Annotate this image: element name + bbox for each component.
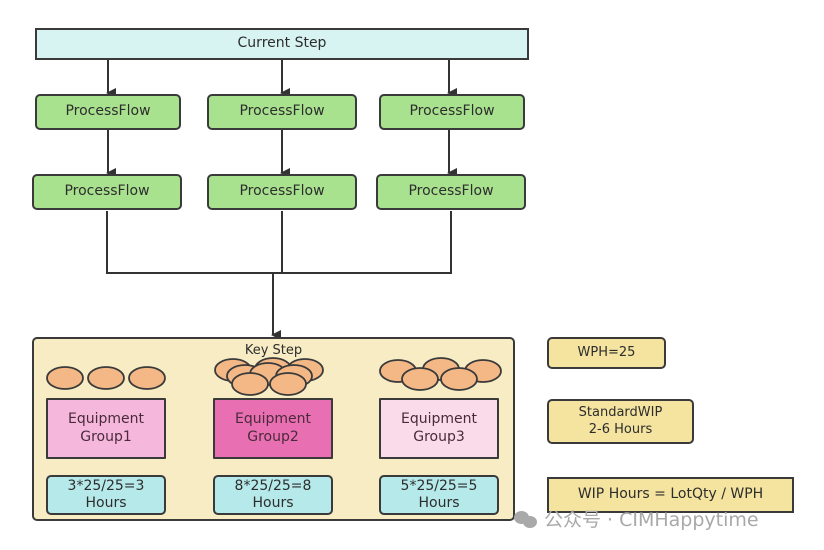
standard-wip-line1: StandardWIP xyxy=(578,405,663,421)
hours-calc-2: 8*25/25=8 xyxy=(234,477,312,494)
equipment-group-1: Equipment Group1 xyxy=(46,398,166,459)
wph-label: WPH=25 xyxy=(577,344,636,360)
standard-wip-line2: 2-6 Hours xyxy=(588,421,653,437)
hours-box-2: 8*25/25=8 Hours xyxy=(213,475,333,515)
equipment-group-3-line2: Group3 xyxy=(413,428,465,445)
hours-unit-1: Hours xyxy=(85,495,127,511)
process-flow-3a: ProcessFlow xyxy=(379,94,525,130)
equipment-group-2: Equipment Group2 xyxy=(213,398,333,459)
key-step-title: Key Step xyxy=(244,343,303,358)
lot-3-5 xyxy=(440,367,478,391)
hours-unit-3: Hours xyxy=(418,495,460,511)
lot-2-7 xyxy=(231,372,269,396)
equipment-group-2-line2: Group2 xyxy=(247,428,299,445)
process-flow-1b: ProcessFlow xyxy=(32,174,182,210)
watermark-text: 公众号 · CIMHappytime xyxy=(544,509,759,531)
lot-3-4 xyxy=(401,367,439,391)
merge-line xyxy=(106,211,452,274)
hours-calc-1: 3*25/25=3 xyxy=(67,477,145,494)
process-flow-1a: ProcessFlow xyxy=(35,94,181,130)
formula-label: WIP Hours = LotQty / WPH xyxy=(577,486,764,503)
equipment-group-3: Equipment Group3 xyxy=(379,398,499,459)
current-step-box: Current Step xyxy=(35,28,529,60)
hours-calc-3: 5*25/25=5 xyxy=(400,477,478,494)
hours-box-3: 5*25/25=5 Hours xyxy=(379,475,499,515)
lot-1-1 xyxy=(46,366,84,390)
process-flow-2b: ProcessFlow xyxy=(207,174,357,210)
equipment-group-1-line2: Group1 xyxy=(80,428,132,445)
lot-1-3 xyxy=(128,366,166,390)
process-flow-2a: ProcessFlow xyxy=(207,94,357,130)
equipment-group-1-line1: Equipment xyxy=(68,411,144,427)
wechat-icon xyxy=(514,509,538,529)
process-flow-3b: ProcessFlow xyxy=(376,174,526,210)
watermark: 公众号 · CIMHappytime xyxy=(514,505,759,532)
equipment-group-2-line1: Equipment xyxy=(235,411,311,427)
hours-box-1: 3*25/25=3 Hours xyxy=(46,475,166,515)
lot-1-2 xyxy=(87,366,125,390)
wph-box: WPH=25 xyxy=(547,337,666,369)
standard-wip-box: StandardWIP 2-6 Hours xyxy=(547,399,694,444)
equipment-group-3-line1: Equipment xyxy=(401,411,477,427)
lot-2-8 xyxy=(269,372,307,396)
formula-box: WIP Hours = LotQty / WPH xyxy=(547,477,794,513)
hours-unit-2: Hours xyxy=(252,495,294,511)
